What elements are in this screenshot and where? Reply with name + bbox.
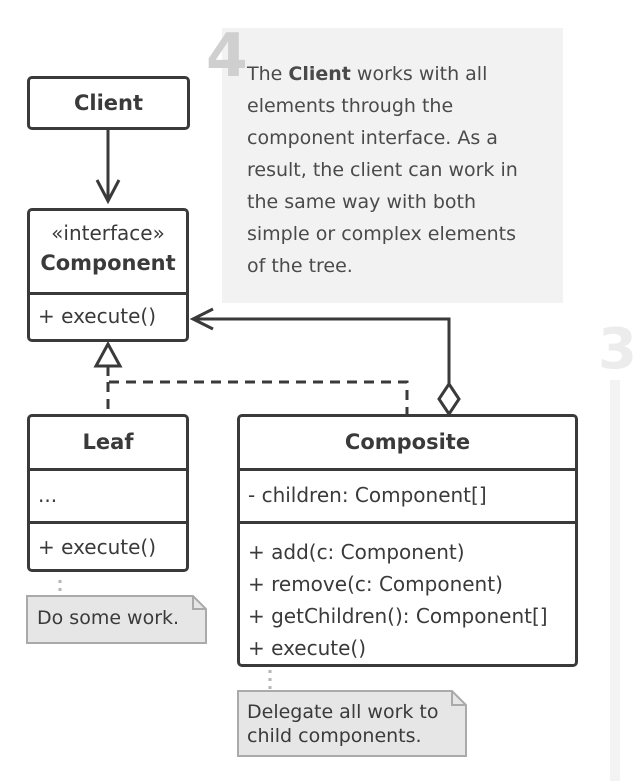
step-note-panel: 4 The Client works with all elements thr… [206, 26, 563, 303]
composite-method-remove: + remove(c: Component) [248, 572, 503, 596]
client-title: Client [73, 91, 144, 115]
leaf-field: ... [38, 483, 58, 507]
connectors [26, 129, 467, 757]
composite-note-line1: Delegate all work to [247, 701, 439, 723]
composite-note: Delegate all work to child components. [247, 700, 439, 748]
aggregation-diamond [437, 381, 461, 417]
component-stereotype: «interface» [51, 221, 165, 245]
client-class: Client [27, 76, 190, 130]
composite-note-line2: child components. [247, 725, 422, 747]
background-panel-edge [610, 380, 620, 781]
component-methods: + execute() [30, 292, 186, 339]
leaf-note-shape [26, 595, 207, 644]
leaf-note: Do some work. [37, 607, 180, 629]
component-title: Component [40, 251, 176, 275]
leaf-class: Leaf ... + execute() [27, 414, 189, 572]
leaf-method: + execute() [38, 535, 157, 559]
leaf-fields: ... [30, 468, 186, 521]
composite-title: Composite [344, 430, 471, 454]
step-note-text: The Client works with all elements throu… [247, 63, 518, 277]
composite-class: Composite - children: Component[] + add(… [237, 414, 578, 667]
composite-method-add: + add(c: Component) [248, 540, 465, 564]
composite-method-execute: + execute() [248, 636, 367, 660]
aggregation-line [194, 317, 451, 384]
leaf-title: Leaf [82, 430, 134, 454]
composite-method-getchildren: + getChildren(): Component[] [248, 604, 548, 628]
leaf-note-fold [192, 596, 206, 610]
composite-fields: - children: Component[] [240, 468, 575, 521]
leaf-methods: + execute() [30, 521, 186, 572]
component-method: + execute() [38, 304, 157, 328]
aggregation-arrowhead [189, 307, 214, 331]
composite-note-fold [451, 691, 466, 706]
component-interface: «interface» Component + execute() [27, 208, 189, 342]
composite-note-shape [237, 690, 467, 757]
background-step-number: 3 [598, 317, 637, 382]
composite-field: - children: Component[] [248, 483, 487, 507]
step-number: 4 [206, 21, 248, 91]
step-note-bold: Client [288, 63, 351, 85]
realization-dashed-line [106, 366, 409, 414]
client-to-component-arrowhead [95, 179, 121, 205]
composite-methods: + add(c: Component) + remove(c: Componen… [240, 521, 575, 664]
realization-triangle [93, 340, 123, 368]
